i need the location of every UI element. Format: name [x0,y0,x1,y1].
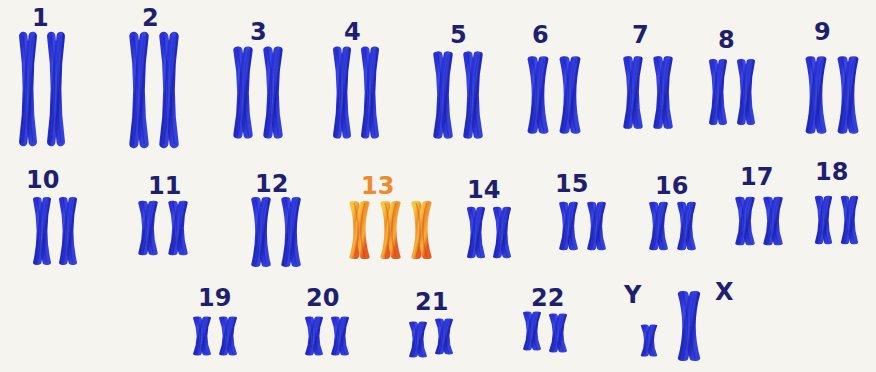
chromosome-number: 21 [415,290,448,314]
chromosome-row-1 [23,36,853,144]
chromosome-number: 2 [142,6,159,30]
chromosome-number: 7 [632,23,649,47]
chromosome-number: 15 [555,172,588,196]
chromosome-number: 11 [148,174,181,198]
chromosome-number: 18 [815,160,848,184]
chromosome-number: 5 [450,23,467,47]
chromosome-number: 8 [718,28,735,52]
chromosome-number: 9 [814,20,831,44]
chromosome-row-2 [37,198,854,265]
chromosome-number: 22 [531,286,564,310]
chromosome-number: 10 [26,168,59,192]
chromosome-number: 3 [250,20,267,44]
chromosome-number: 17 [740,165,773,189]
chromosome-number: 1 [32,6,49,30]
chromosome-number: 14 [467,178,500,202]
chromosome-number: X [715,280,734,304]
chromosome-number: Y [624,283,641,307]
chromosome-number: 12 [255,172,288,196]
chromosome-number: 4 [344,20,361,44]
chromosome-number: 16 [655,174,688,198]
chromosome-number: 6 [532,23,549,47]
chromosome-number: 19 [198,286,231,310]
chromosome-number: 20 [306,286,339,310]
chromosome-number: 13 [361,174,394,198]
